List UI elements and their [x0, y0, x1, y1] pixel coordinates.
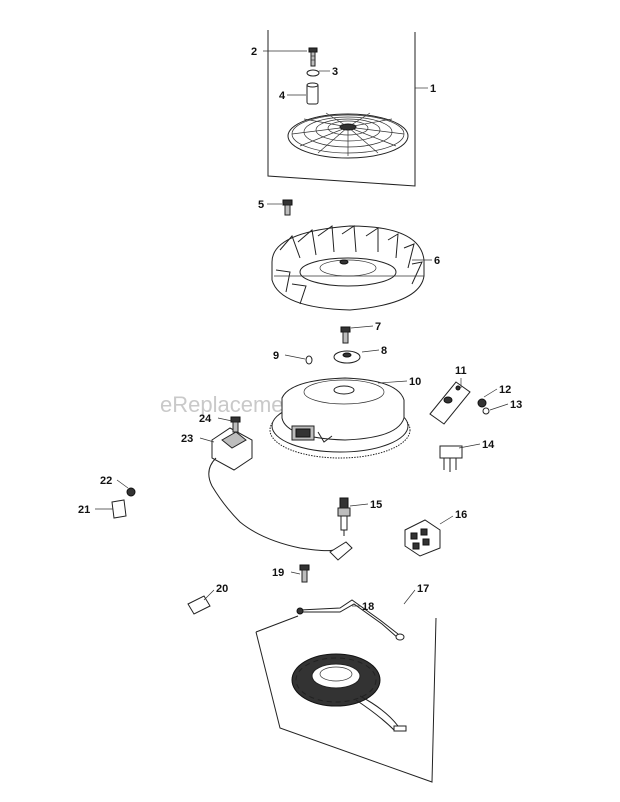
- callout-21: 21: [78, 504, 90, 516]
- stator-part: [291, 653, 407, 732]
- callout-15: 15: [370, 499, 382, 511]
- bracket-part-21: [111, 499, 127, 519]
- callout-13: 13: [510, 399, 522, 411]
- screw-part-2: [308, 47, 318, 67]
- screen-assembly-group: [267, 30, 416, 187]
- connector-part-16: [404, 519, 441, 557]
- callout-14: 14: [482, 439, 495, 451]
- grass-screen: [287, 112, 409, 159]
- callout-4: 4: [279, 90, 286, 102]
- nut-part-22: [126, 487, 136, 497]
- callout-8: 8: [381, 345, 387, 357]
- callout-17: 17: [417, 583, 429, 595]
- cooling-fan-part-6: [271, 225, 425, 311]
- callout-22: 22: [100, 475, 112, 487]
- clip-part-20: [187, 595, 211, 615]
- screw-part-5: [282, 199, 293, 216]
- washer-part-3: [306, 69, 320, 77]
- module-part-11: [429, 381, 471, 425]
- callout-5: 5: [258, 199, 264, 211]
- spark-plug-part-15: [337, 497, 351, 536]
- key-part-9: [305, 355, 313, 365]
- washer-part-8: [333, 350, 361, 364]
- wire-harness-part-18: [296, 599, 405, 641]
- callout-19: 19: [272, 567, 284, 579]
- callout-3: 3: [332, 66, 338, 78]
- callout-12: 12: [499, 384, 511, 396]
- screw-part-19: [299, 564, 310, 583]
- callout-24: 24: [199, 413, 212, 425]
- callout-6: 6: [434, 255, 440, 267]
- assembly-bracket-17: [255, 617, 437, 783]
- callout-10: 10: [409, 376, 421, 388]
- callout-23: 23: [181, 433, 193, 445]
- callout-7: 7: [375, 321, 381, 333]
- screw-part-7: [340, 326, 351, 344]
- callout-9: 9: [273, 350, 279, 362]
- screw-part-12: [477, 398, 487, 408]
- callout-20: 20: [216, 583, 228, 595]
- leader-lines: [95, 50, 509, 607]
- terminal-part-14: [439, 445, 463, 472]
- callout-numbers: 1 2 3 4 5 6 7 8 9 10 11 12 13 14 15 16 1…: [78, 46, 522, 613]
- callout-18: 18: [362, 601, 374, 613]
- screw-part-24: [230, 416, 241, 433]
- spacer-part-4: [306, 82, 319, 105]
- flywheel-part-10: [269, 377, 411, 459]
- callout-1: 1: [430, 83, 436, 95]
- callout-16: 16: [455, 509, 467, 521]
- stator-assembly-group: [255, 599, 437, 783]
- callout-2: 2: [251, 46, 257, 58]
- nut-part-13: [482, 407, 490, 415]
- ignition-coil-part-23: [208, 427, 353, 561]
- assembly-bracket-1: [267, 30, 416, 187]
- callout-11: 11: [455, 365, 467, 377]
